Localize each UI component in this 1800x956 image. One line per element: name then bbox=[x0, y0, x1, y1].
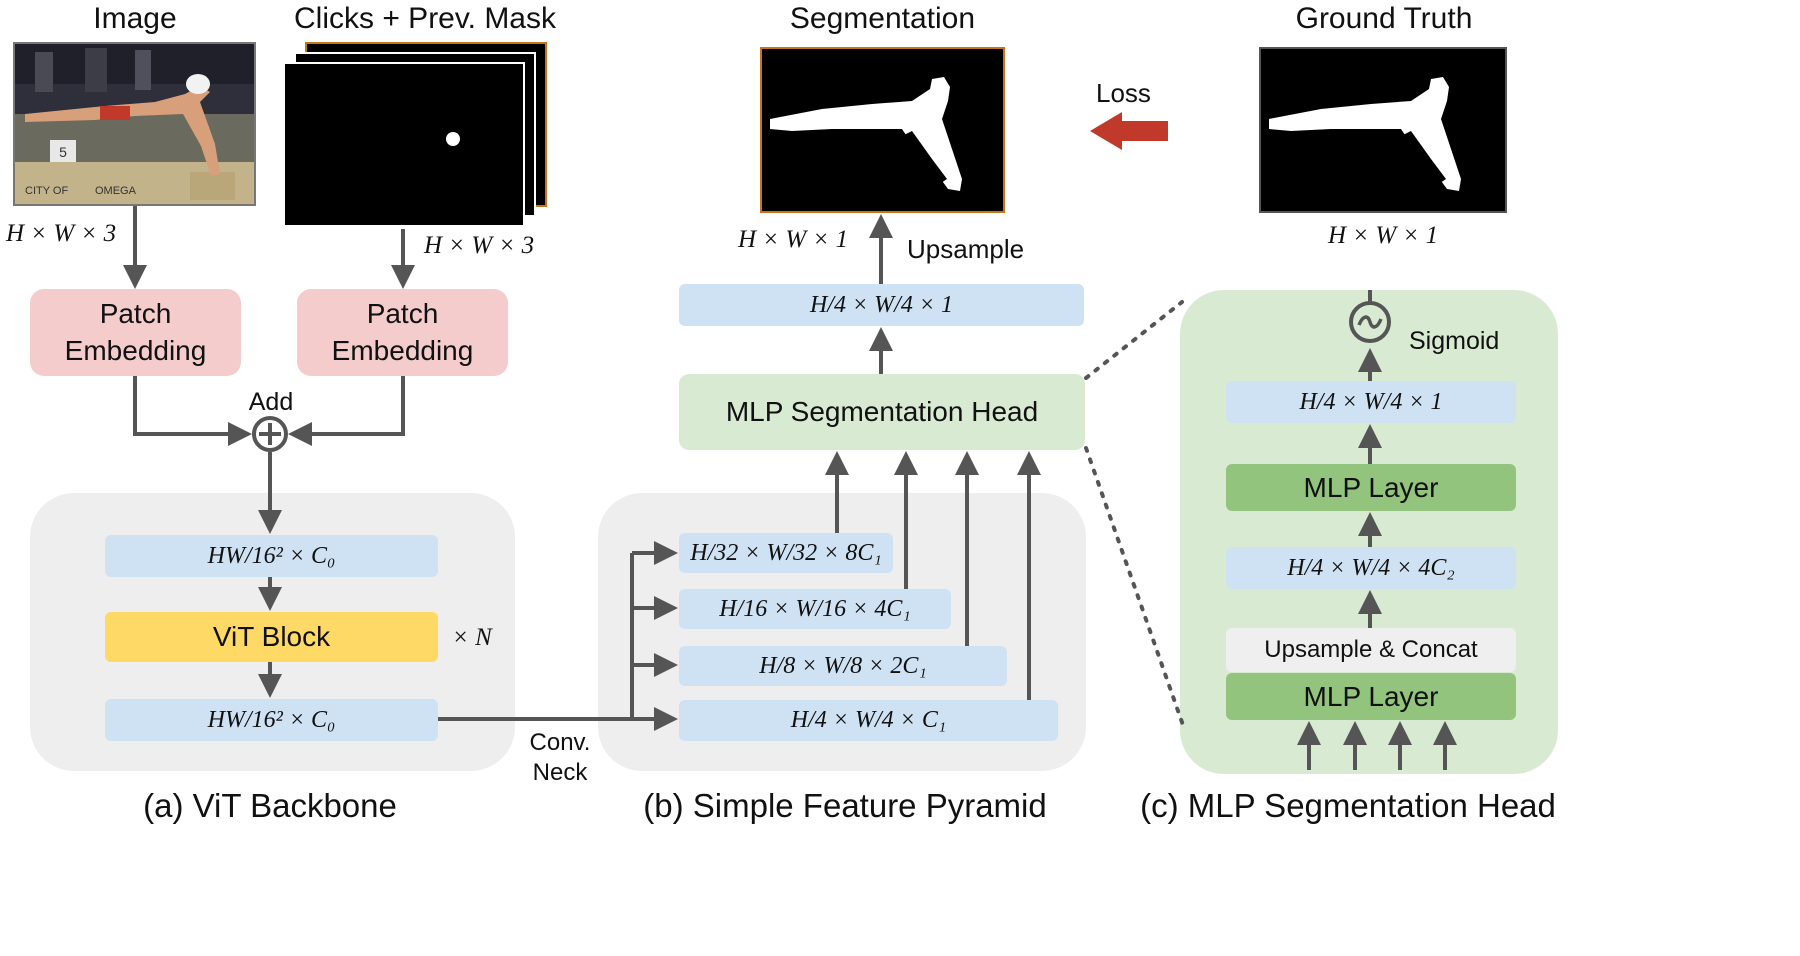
svg-text:5: 5 bbox=[59, 144, 67, 160]
sigmoid-symbol bbox=[1349, 301, 1391, 343]
swimmer-photo: 5 CITY OF OMEGA bbox=[15, 44, 254, 204]
clicks-title: Clicks + Prev. Mask bbox=[294, 2, 556, 35]
ground-truth-dim-label: H × W × 1 bbox=[1328, 222, 1439, 249]
mlp-head-out-box: H/4 × W/4 × 1 bbox=[1226, 381, 1516, 423]
clicks-dim-label: H × W × 3 bbox=[424, 232, 535, 259]
click-dot-canvas bbox=[446, 132, 460, 146]
mlp-layer-bottom: MLP Layer bbox=[1226, 673, 1516, 720]
segmentation-dim-label: H × W × 1 bbox=[738, 226, 849, 253]
ground-truth-mask bbox=[1269, 77, 1461, 191]
conv-neck-label-1: Conv. bbox=[529, 729, 591, 756]
caption-feature-pyramid: (b) Simple Feature Pyramid bbox=[643, 787, 1047, 824]
mlp-segmentation-head: MLP Segmentation Head bbox=[679, 374, 1085, 450]
arrow-patch-left-to-add bbox=[133, 376, 252, 446]
loss-arrow bbox=[1090, 112, 1168, 150]
pyramid-level-8: H/8 × W/8 × 2C₁ bbox=[679, 646, 1007, 686]
loss-label: Loss bbox=[1096, 78, 1151, 108]
vit-block: ViT Block bbox=[105, 612, 438, 662]
segmentation-title: Segmentation bbox=[789, 2, 976, 35]
patch-embedding-right: Patch Embedding bbox=[297, 289, 508, 376]
mlp-layer-top: MLP Layer bbox=[1226, 464, 1516, 511]
upsample-concat-box: Upsample & Concat bbox=[1226, 628, 1516, 672]
arrow-patch-right-to-add bbox=[288, 376, 405, 446]
svg-text:OMEGA: OMEGA bbox=[95, 185, 137, 197]
segmentation-output bbox=[760, 47, 1005, 213]
clicks-frame-front bbox=[283, 62, 525, 227]
add-symbol bbox=[252, 416, 288, 452]
caption-mlp-head: (c) MLP Segmentation Head bbox=[1140, 787, 1556, 824]
svg-text:CITY OF: CITY OF bbox=[25, 185, 68, 197]
zoom-line-top bbox=[1084, 300, 1184, 380]
ground-truth-image bbox=[1259, 47, 1507, 213]
patch-embedding-left: Patch Embedding bbox=[30, 289, 241, 376]
pyramid-level-16: H/16 × W/16 × 4C₁ bbox=[679, 589, 951, 629]
pyramid-level-4: H/4 × W/4 × C₁ bbox=[679, 700, 1058, 741]
head-output-box: H/4 × W/4 × 1 bbox=[679, 284, 1084, 326]
upsample-label: Upsample bbox=[907, 234, 1025, 264]
token-box-top: HW/16² × C₀ bbox=[105, 535, 438, 577]
caption-vit-backbone: (a) ViT Backbone bbox=[143, 787, 397, 824]
segmentation-mask bbox=[770, 77, 962, 191]
mlp-head-mid-box: H/4 × W/4 × 4C₂ bbox=[1226, 547, 1516, 589]
add-label: Add bbox=[248, 388, 294, 416]
input-image: 5 CITY OF OMEGA bbox=[13, 42, 256, 206]
conv-neck-label-2: Neck bbox=[532, 759, 588, 786]
zoom-line-bottom bbox=[1084, 446, 1186, 730]
image-dim-label: H × W × 3 bbox=[6, 220, 117, 247]
token-box-bottom: HW/16² × C₀ bbox=[105, 699, 438, 741]
ground-truth-title: Ground Truth bbox=[1295, 2, 1473, 35]
click-point bbox=[446, 132, 460, 146]
image-title: Image bbox=[93, 2, 177, 35]
sigmoid-label: Sigmoid bbox=[1409, 327, 1500, 355]
pyramid-level-32: H/32 × W/32 × 8C₁ bbox=[679, 533, 893, 573]
repeat-n-label: × N bbox=[452, 624, 492, 651]
